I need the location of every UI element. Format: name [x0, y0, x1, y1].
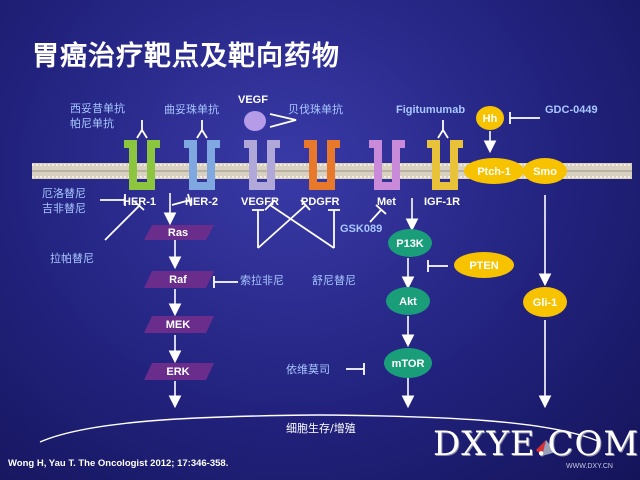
drug-erlotinib-gefitinib: 厄洛替尼 吉非替尼: [42, 187, 86, 215]
label-pten: PTEN: [469, 260, 498, 272]
receptor-label-her2: HER-2: [185, 196, 219, 208]
watermark-logo-icon: [536, 440, 556, 456]
drug-sorafenib: 索拉非尼: [240, 274, 284, 287]
node-ptch1: [464, 158, 524, 184]
watermark: DXYE.COM: [433, 424, 640, 464]
receptor-label-her1: HER-1: [123, 196, 157, 208]
drug-lapatinib: 拉帕替尼: [50, 252, 94, 265]
label-smo: Smo: [533, 166, 557, 178]
drug-cetuximab-panitumumab: 西妥昔单抗 帕尼单抗: [70, 102, 125, 130]
pi3k-pathway: [384, 198, 514, 409]
node-pten: [454, 252, 514, 278]
label-ras: Ras: [168, 227, 188, 239]
node-mtor: [384, 348, 432, 378]
receptor-label-pdgfr: PDGFR: [301, 196, 340, 208]
drug-trastuzumab: 曲妥珠单抗: [164, 103, 219, 116]
antibody-symbols: [136, 113, 449, 139]
node-mek: [144, 316, 214, 333]
receptor-label-met: Met: [377, 196, 396, 208]
label-ptch1: Ptch-1: [477, 166, 511, 178]
receptor-pdgfr: [304, 140, 340, 190]
label-erk: ERK: [166, 366, 189, 378]
receptor-vegfr: [244, 140, 280, 190]
outcome-label: 细胞生存/增殖: [286, 422, 356, 435]
drug-gdc0449: GDC-0449: [545, 104, 598, 116]
receptor-her2: [184, 140, 220, 190]
label-gli1: Gli-1: [533, 297, 557, 309]
drug-bevacizumab: 贝伐珠单抗: [288, 103, 343, 116]
drug-sunitinib: 舒尼替尼: [312, 274, 356, 287]
receptor-igf1r: [427, 140, 463, 190]
hedgehog-pathway: [464, 106, 567, 409]
inhibition-lines: [100, 112, 540, 375]
node-erk: [144, 363, 214, 380]
node-smo: [523, 158, 567, 184]
node-raf: [144, 271, 214, 288]
label-raf: Raf: [169, 274, 187, 286]
node-hh: [476, 106, 504, 130]
ligand-vegf: VEGF: [238, 94, 268, 106]
drug-gsk089: GSK089: [340, 223, 383, 235]
mapk-pathway: [144, 193, 214, 409]
receptor-label-igf1r: IGF-1R: [424, 196, 461, 208]
receptor-label-vegfr: VEGFR: [241, 196, 279, 208]
citation: Wong H, Yau T. The Oncologist 2012; 17:3…: [8, 458, 229, 469]
label-mek: MEK: [166, 319, 191, 331]
drug-figitumumab: Figitumumab: [396, 104, 466, 116]
receptor-met: [369, 140, 405, 190]
slide-title: 胃癌治疗靶点及靶向药物: [32, 41, 340, 72]
vegf-ligand: [244, 111, 266, 131]
receptor-her1: [124, 140, 160, 190]
label-mtor: mTOR: [392, 358, 425, 370]
node-akt: [386, 287, 430, 315]
outcome-brace: [39, 414, 601, 443]
drug-everolimus: 依维莫司: [286, 363, 330, 376]
label-pi3k: P13K: [396, 238, 424, 250]
watermark-url: WWW.DXY.CN: [566, 463, 613, 470]
node-ras: [144, 225, 214, 240]
label-hh: Hh: [483, 113, 498, 125]
label-akt: Akt: [399, 296, 417, 308]
node-gli1: [523, 287, 567, 317]
node-pi3k: [388, 229, 432, 257]
